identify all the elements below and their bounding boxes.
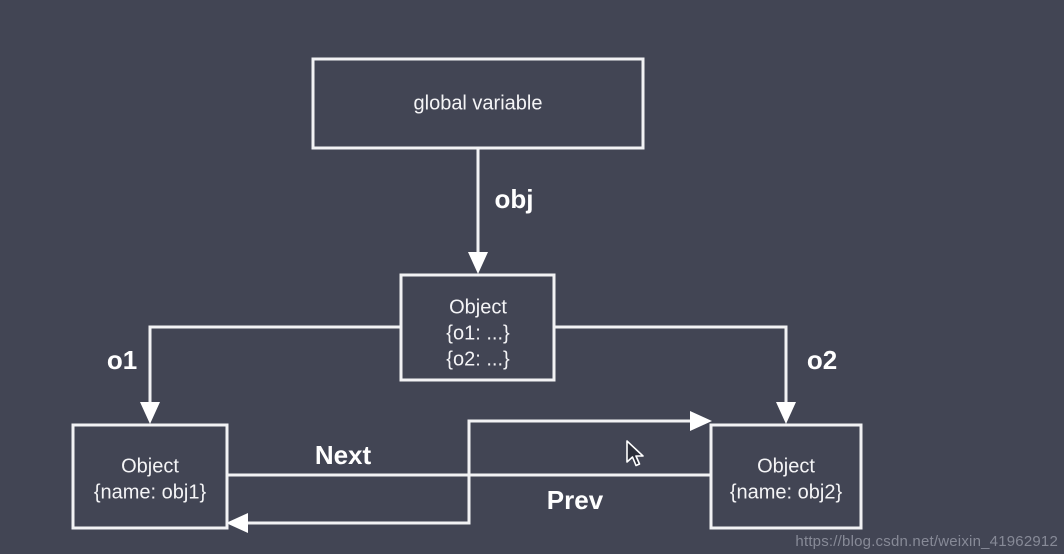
- edge-label-obj: obj: [495, 184, 534, 214]
- edge-o2: [554, 325, 796, 424]
- edge-o1-arrowhead-icon: [140, 402, 160, 424]
- node-object-root[interactable]: Object {o1: ...} {o2: ...}: [399, 273, 556, 382]
- edge-prev-arrowhead-icon: [226, 513, 248, 533]
- edge-label-prev: Prev: [547, 485, 604, 515]
- edge-prev-line: [243, 473, 711, 525]
- node-global-variable-line-0: global variable: [414, 92, 543, 114]
- node-object-obj1-rect: [71, 423, 229, 530]
- node-object-obj2[interactable]: Object {name: obj2}: [709, 423, 863, 530]
- node-object-obj2-rect: [709, 423, 863, 530]
- edge-prev: [226, 473, 711, 533]
- node-object-root-line-2: {o2: ...}: [446, 348, 510, 370]
- edge-next-arrowhead-icon: [690, 411, 712, 431]
- edge-obj-arrowhead-icon: [468, 252, 488, 274]
- edge-o1: [140, 325, 401, 424]
- node-object-root-line-0: Object: [449, 296, 507, 318]
- node-object-root-line-1: {o1: ...}: [446, 322, 510, 344]
- watermark-text: https://blog.csdn.net/weixin_41962912: [795, 533, 1058, 550]
- edge-o2-arrowhead-icon: [776, 402, 796, 424]
- edge-next-line: [227, 419, 695, 477]
- edge-obj: [468, 148, 488, 274]
- node-object-obj1-line-1: {name: obj1}: [94, 481, 207, 503]
- node-global-variable-rect: [311, 57, 645, 150]
- node-object-root-rect: [399, 273, 556, 382]
- edge-label-o1: o1: [107, 345, 137, 375]
- node-object-obj2-line-1: {name: obj2}: [730, 481, 843, 503]
- node-object-obj1[interactable]: Object {name: obj1}: [71, 423, 229, 530]
- edge-o2-line: [554, 325, 788, 406]
- node-global-variable[interactable]: global variable: [311, 57, 645, 150]
- node-object-obj2-line-0: Object: [757, 455, 815, 477]
- node-object-obj1-line-0: Object: [121, 455, 179, 477]
- edge-label-next: Next: [315, 440, 372, 470]
- edge-o1-line: [148, 325, 401, 406]
- edge-next: [227, 411, 712, 477]
- edge-label-o2: o2: [807, 345, 837, 375]
